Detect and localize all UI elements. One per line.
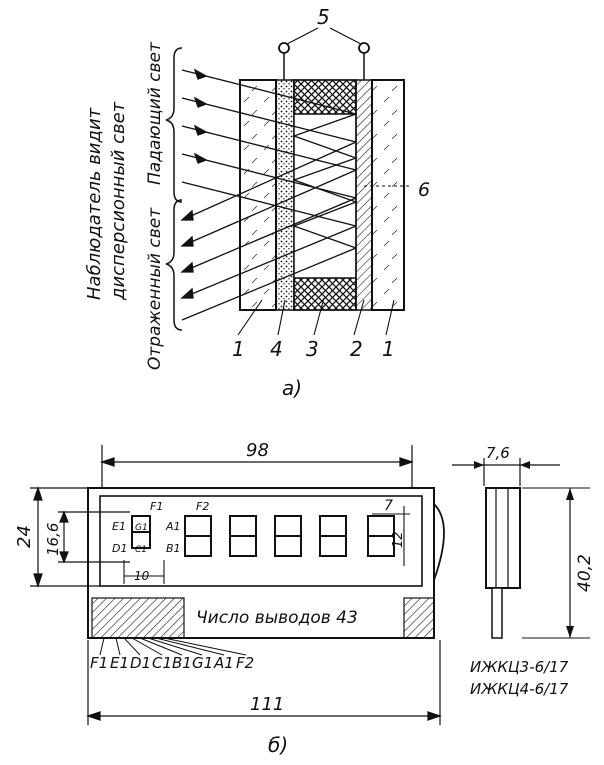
digit-4 (274, 515, 302, 557)
dim-10-label: 10 (134, 569, 150, 583)
pin-strip-right (403, 597, 435, 639)
cell-cross-section: 5 6 (239, 5, 430, 311)
incident-light-label: Падающий свет (145, 41, 165, 185)
electrode-layer (275, 79, 295, 311)
pin-count-text: Число выводов 43 (196, 608, 358, 628)
dim-16-6-label: 16,6 (44, 523, 62, 556)
dim-12-label: 12 (391, 531, 406, 548)
seg-c1: C1 (135, 545, 147, 555)
terminal-left (278, 42, 290, 54)
model-name-2: ИЖКЦ4-6/17 (470, 680, 569, 698)
pin-label-d1: D1 (130, 654, 151, 672)
seg-f1: F1 (150, 500, 163, 513)
spacer-bottom (293, 277, 357, 311)
callout-1-right: 1 (382, 337, 395, 361)
digit-5 (319, 515, 347, 557)
pin-label-f2: F2 (236, 654, 254, 672)
digit-1 (131, 515, 151, 549)
digit-6 (367, 515, 395, 557)
terminal-label: 5 (317, 5, 330, 29)
terminal-right (358, 42, 370, 54)
callout-2: 2 (350, 337, 363, 361)
seg-b1: B1 (166, 542, 181, 555)
pin-label-e1: E1 (110, 654, 129, 672)
brace-reflected (165, 199, 183, 331)
dimension-111 (86, 640, 442, 725)
display-module-side (452, 458, 590, 639)
dim-7-label: 7 (384, 498, 393, 514)
pin-label-f1: F1 (90, 654, 108, 672)
caption-a: а) (282, 376, 302, 400)
callout-3: 3 (306, 337, 319, 361)
light-rays (180, 68, 358, 321)
pin-leaders (99, 637, 247, 656)
mirror-electrode (355, 79, 373, 311)
callout-4: 4 (270, 337, 283, 361)
light-braces (165, 47, 183, 331)
seg-g1: G1 (135, 523, 148, 533)
layer-callouts (237, 297, 395, 336)
pin-label-b1: B1 (172, 654, 192, 672)
right-glass-plate (371, 79, 405, 311)
seg-d1: D1 (112, 542, 127, 555)
dim-111-label: 111 (250, 694, 284, 715)
model-name-1: ИЖКЦ3-6/17 (470, 658, 569, 676)
seg-f2: F2 (196, 500, 209, 513)
observer-label-line1: Наблюдатель видит (84, 107, 105, 300)
brace-incident (165, 47, 183, 203)
caption-b: б) (268, 733, 288, 757)
dimension-24 (30, 486, 100, 588)
label-6: 6 (418, 179, 430, 201)
dimension-98 (100, 445, 414, 495)
dim-98-label: 98 (246, 440, 269, 461)
dimension-10 (123, 560, 165, 584)
seg-e1: E1 (112, 520, 126, 533)
digit-row (131, 515, 395, 557)
seg-a1: A1 (165, 520, 181, 533)
pin-label-c1: C1 (152, 654, 172, 672)
dim-40-2-label: 40,2 (575, 554, 595, 592)
callout-1-left: 1 (232, 337, 245, 361)
dimension-16-6 (58, 510, 130, 564)
dim-7-6-label: 7,6 (486, 444, 510, 462)
dim-24-label: 24 (14, 525, 35, 548)
spacer-top (293, 79, 357, 115)
dimension-7 (372, 506, 410, 566)
pin-label-a1: A1 (213, 654, 234, 672)
digit-3 (229, 515, 257, 557)
pin-label-g1: G1 (192, 654, 213, 672)
pin-strip-left (91, 597, 185, 639)
reflected-light-label: Отраженный свет (145, 207, 165, 370)
observer-label-line2: дисперсионный свет (108, 101, 129, 301)
digit-2 (184, 515, 212, 557)
